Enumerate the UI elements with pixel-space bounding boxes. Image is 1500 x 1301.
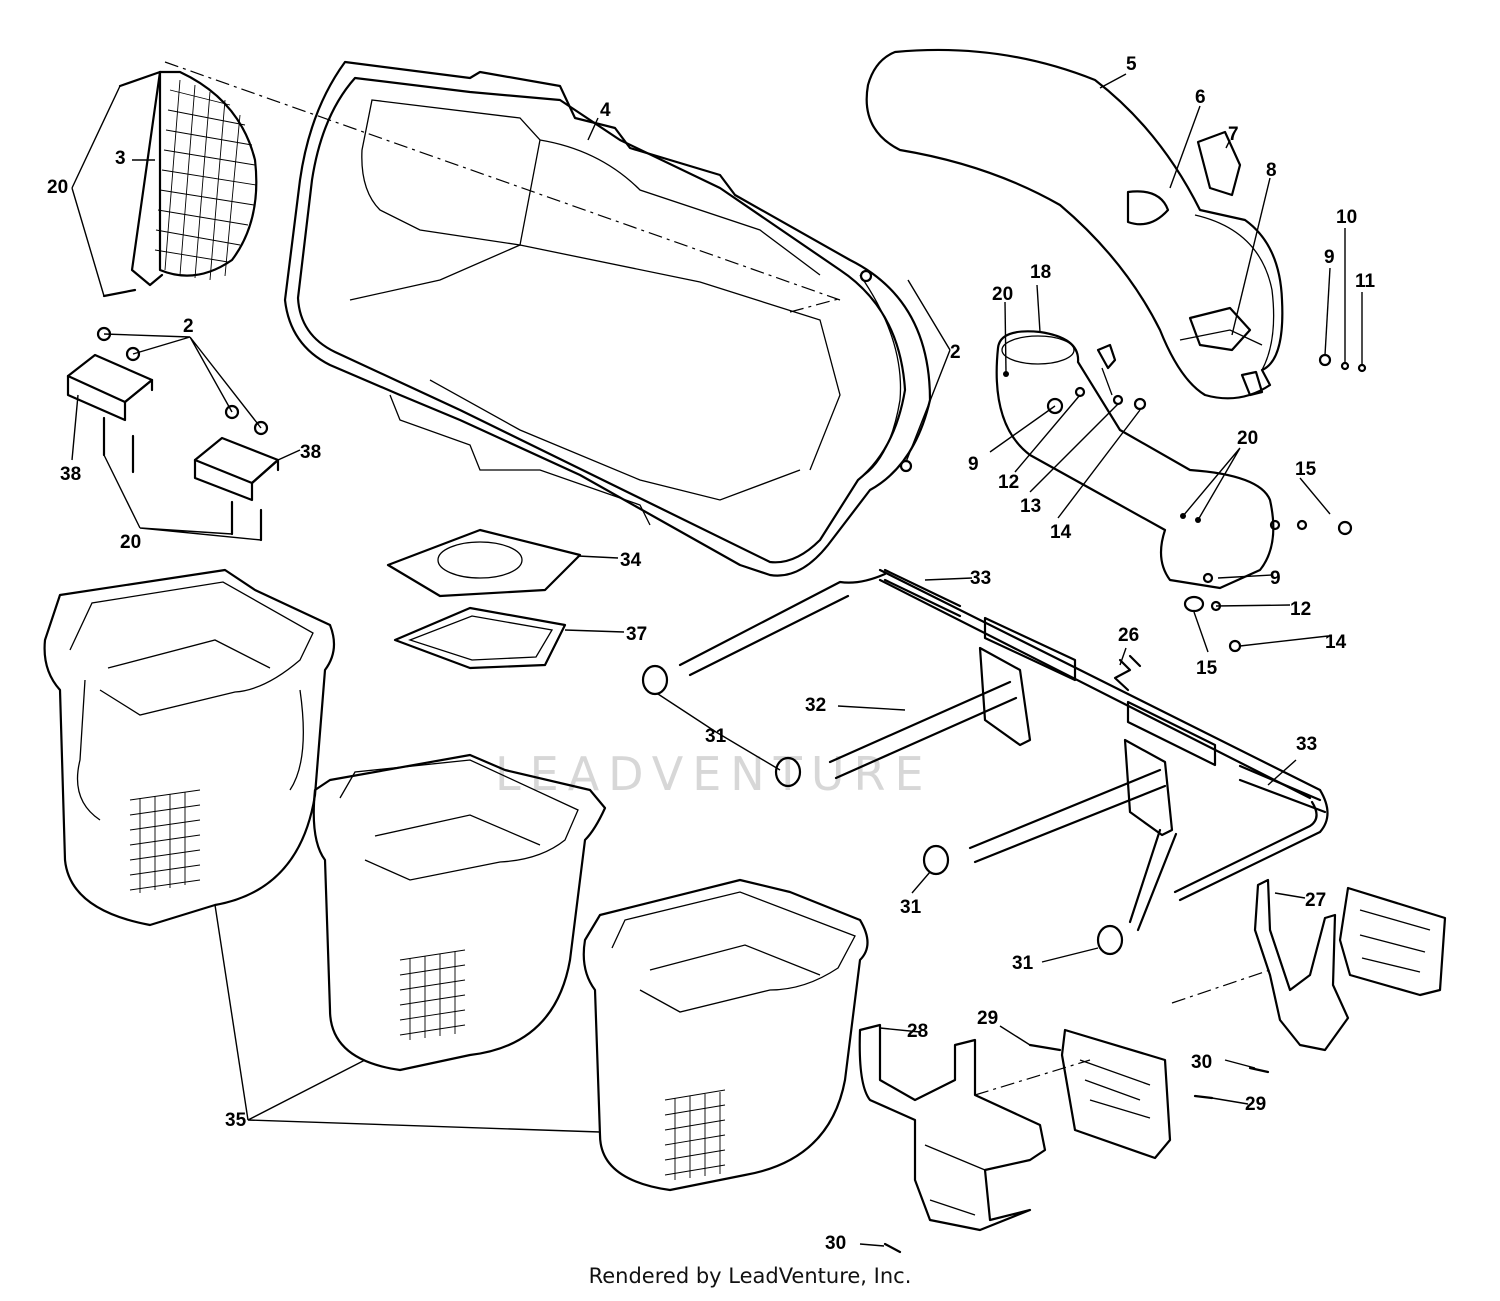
callout-label: 14: [1325, 632, 1347, 653]
callout-label: 5: [1126, 54, 1137, 75]
callout-label: 12: [998, 472, 1019, 493]
callout-label: 2: [950, 342, 961, 363]
gasket-plate: [386, 528, 582, 598]
callout-label: 10: [1336, 207, 1357, 228]
callout-label: 20: [120, 532, 141, 553]
leader-lines: [71, 73, 1363, 1247]
callout-label: 31: [900, 897, 922, 918]
hitch-brackets: [858, 878, 1447, 1254]
callout-label: 31: [1012, 953, 1034, 974]
bagger-cover: [283, 60, 932, 577]
footer-credit: Rendered by LeadVenture, Inc.: [588, 1264, 912, 1288]
callout-label: 30: [1191, 1052, 1212, 1073]
callout-label: 12: [1290, 599, 1311, 620]
callout-label: 6: [1195, 87, 1206, 108]
callout-label: 27: [1305, 890, 1326, 911]
callout-label: 30: [825, 1233, 846, 1254]
callout-label: 35: [225, 1110, 247, 1131]
callout-label: 8: [1266, 160, 1277, 181]
callout-labels: 2 2 3 4 5 6 7 8 9 9 9 10 11 12 12 13 14 …: [47, 54, 1376, 1254]
mount-brackets: [66, 326, 280, 542]
callout-label: 20: [47, 177, 68, 198]
callout-label: 13: [1020, 496, 1041, 517]
callout-label: 20: [1237, 428, 1258, 449]
callout-label: 33: [970, 568, 991, 589]
callout-label: 28: [907, 1021, 928, 1042]
alignment-lines: [164, 61, 1271, 1096]
callout-label: 32: [805, 695, 826, 716]
watermark-text: LEADVENTURE: [495, 747, 933, 801]
callout-label: 4: [600, 100, 611, 121]
callout-label: 2: [183, 316, 194, 337]
callout-label: 11: [1355, 271, 1376, 292]
grass-screen: [102, 70, 258, 298]
gasket-frame: [393, 606, 567, 670]
callout-label: 33: [1296, 734, 1317, 755]
callout-label: 9: [968, 454, 979, 475]
callout-label: 31: [705, 726, 727, 747]
discharge-chute: [865, 48, 1284, 400]
callout-label: 9: [1270, 568, 1281, 589]
callout-label: 7: [1228, 124, 1239, 145]
callout-label: 26: [1118, 625, 1139, 646]
callout-label: 20: [992, 284, 1013, 305]
callout-label: 37: [626, 624, 647, 645]
callout-label: 14: [1050, 522, 1072, 543]
callout-label: 29: [977, 1008, 998, 1029]
collection-bags: [43, 568, 869, 1192]
callout-label: 18: [1030, 262, 1051, 283]
chute-adapter: [995, 330, 1275, 590]
callout-label: 38: [60, 464, 81, 485]
callout-label: 34: [620, 550, 642, 571]
callout-label: 38: [300, 442, 321, 463]
callout-label: 3: [115, 148, 126, 169]
callout-label: 9: [1324, 247, 1335, 268]
callout-label: 15: [1295, 459, 1317, 480]
bag-frame: [641, 568, 1329, 956]
callout-label: 29: [1245, 1094, 1266, 1115]
callout-label: 15: [1196, 658, 1218, 679]
